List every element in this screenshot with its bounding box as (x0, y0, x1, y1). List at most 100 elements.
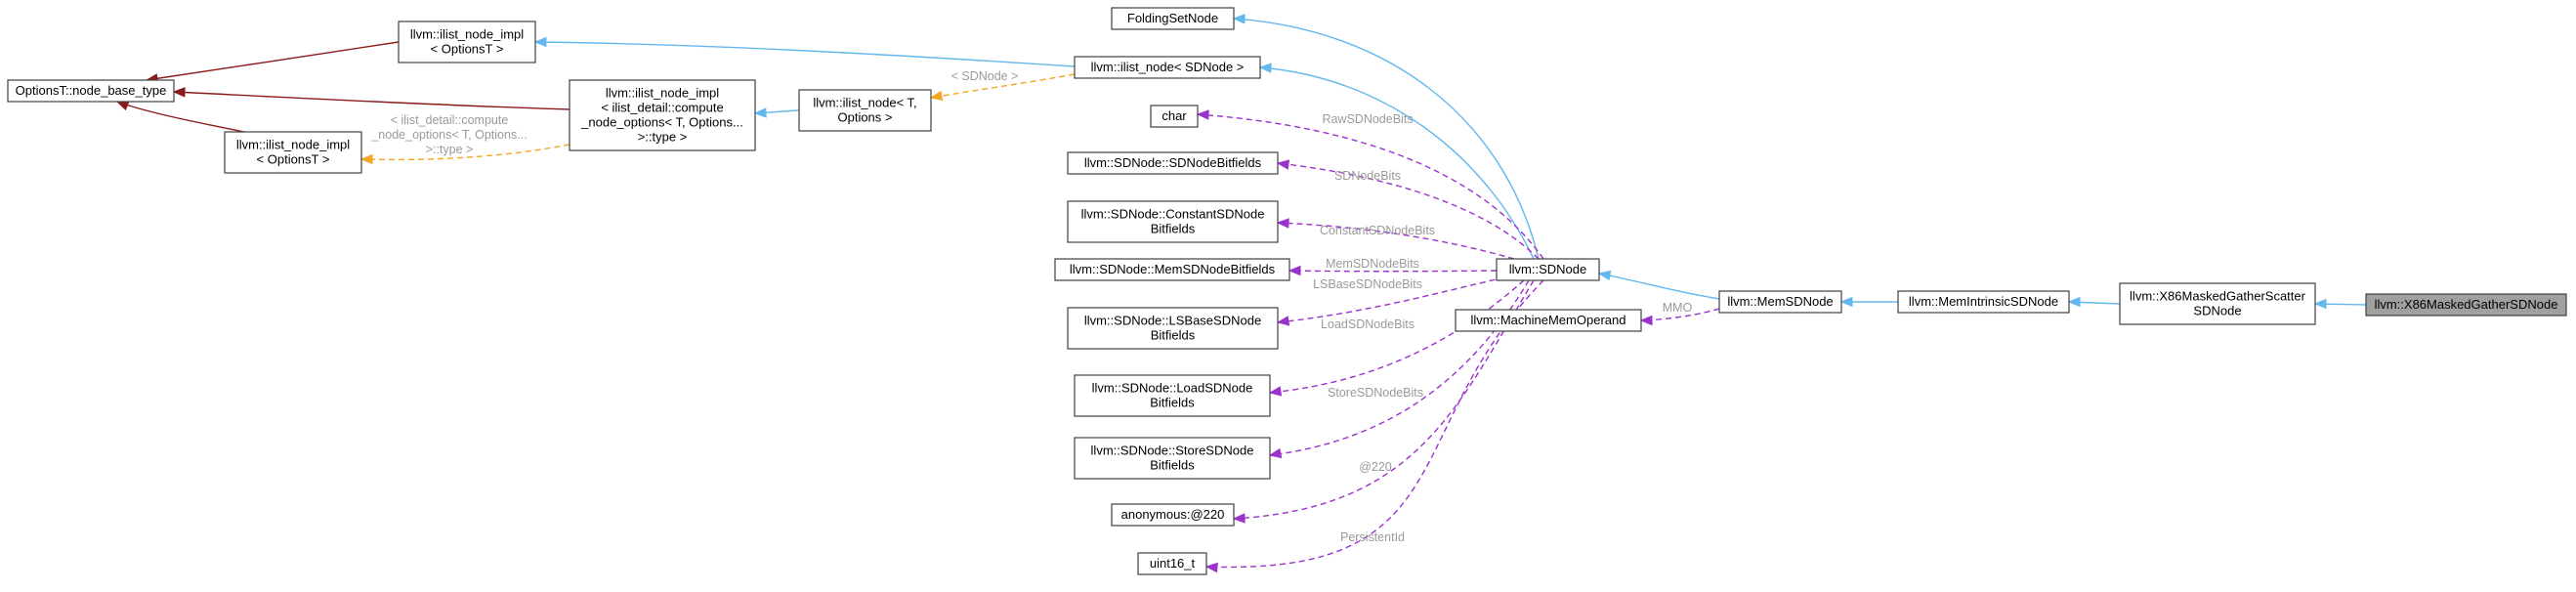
node-label: _node_options< T, Options... (580, 115, 743, 130)
edge-memsdnode-to-sdnode-arrowhead (1597, 270, 1612, 281)
node-label: llvm::ilist_node_impl (606, 86, 719, 101)
edge-sdnode-to-folding (1233, 18, 1540, 260)
class-node-char[interactable]: char (1150, 105, 1199, 128)
class-node-membits[interactable]: llvm::SDNode::MemSDNodeBitfields (1054, 258, 1290, 281)
node-label: anonymous:@220 (1121, 507, 1225, 522)
edge-member-membits-arrowhead (1288, 265, 1301, 276)
node-label: < OptionsT > (257, 152, 330, 167)
class-node-ilist-sdnode[interactable]: llvm::ilist_node< SDNode > (1074, 56, 1261, 79)
edge-member-mmo-arrowhead (1639, 315, 1653, 326)
node-label: llvm::ilist_node_impl (410, 27, 524, 42)
node-label: llvm::SDNode::ConstantSDNode (1081, 207, 1265, 222)
edge-x86scatter-to-memintr-arrowhead (2067, 296, 2081, 308)
node-label: llvm::ilist_node< SDNode > (1091, 60, 1245, 74)
node-label: < ilist_detail::compute (601, 101, 723, 115)
node-label: llvm::SDNode::StoreSDNode (1091, 444, 1254, 458)
class-node-ilist-impl-mid[interactable]: llvm::ilist_node_impl< ilist_detail::com… (569, 79, 756, 151)
class-node-memsdnode[interactable]: llvm::MemSDNode (1718, 290, 1842, 314)
edge-ilist-node-t-to-impl-mid-arrowhead (753, 107, 767, 118)
edge-label: ConstantSDNodeBits (1320, 224, 1435, 237)
edge-member-anon-arrowhead (1232, 513, 1246, 524)
node-label: Options > (837, 110, 892, 125)
node-label: llvm::MemIntrinsicSDNode (1909, 294, 2058, 309)
edge-member-sdbits-arrowhead (1276, 159, 1290, 170)
edge-member-sdbits (1277, 162, 1540, 260)
node-label: SDNode (2193, 304, 2241, 318)
node-label: OptionsT::node_base_type (16, 83, 167, 98)
edge-label: MemSDNodeBits (1326, 257, 1419, 271)
edge-member-uint16-arrowhead (1204, 562, 1218, 573)
edge-label: _node_options< T, Options... (370, 128, 527, 142)
node-box (1054, 258, 1290, 281)
node-box (798, 89, 932, 132)
node-label: llvm::MemSDNode (1727, 294, 1833, 309)
node-box (1718, 290, 1842, 314)
node-label: Bitfields (1150, 396, 1195, 410)
class-node-uint16[interactable]: uint16_t (1137, 552, 1207, 575)
node-box (1111, 7, 1235, 30)
node-box (1496, 258, 1600, 281)
node-box (1897, 290, 2070, 314)
class-node-folding[interactable]: FoldingSetNode (1111, 7, 1235, 30)
edge-impl-bot-tpl (360, 144, 570, 161)
node-label: llvm::ilist_node< T, (813, 96, 916, 110)
edge-label: < SDNode > (951, 69, 1019, 83)
edge-label: StoreSDNodeBits (1328, 386, 1423, 400)
edge-impl-mid-to-options (173, 91, 570, 110)
class-node-mmo[interactable]: llvm::MachineMemOperand (1455, 309, 1642, 332)
node-label: llvm::X86MaskedGatherScatter (2130, 289, 2306, 304)
node-box (7, 79, 175, 103)
class-node-options[interactable]: OptionsT::node_base_type (7, 79, 175, 103)
node-box (1067, 307, 1279, 350)
edge-ilist-sdnode-to-impl-top (534, 41, 1076, 67)
edge-member-char (1197, 113, 1544, 260)
edge-member-storebits-arrowhead (1268, 447, 1283, 459)
edge-ilist-sdnode-tpl (930, 73, 1076, 99)
edge-label: PersistentId (1340, 530, 1405, 544)
node-box (1111, 503, 1235, 527)
edge-label: MMO (1663, 301, 1693, 315)
edge-label: RawSDNodeBits (1322, 112, 1413, 126)
node-box (1137, 552, 1207, 575)
node-label: Bitfields (1151, 222, 1196, 236)
node-label: llvm::ilist_node_impl (236, 138, 350, 152)
class-node-anon[interactable]: anonymous:@220 (1111, 503, 1235, 527)
node-label: >::type > (638, 130, 688, 145)
edge-impl-bot-to-options (116, 101, 245, 133)
class-node-x86gather[interactable]: llvm::X86MaskedGatherSDNode (2365, 293, 2567, 317)
edge-ilist-sdnode-to-impl-top-arrowhead (533, 36, 547, 48)
class-node-memintr[interactable]: llvm::MemIntrinsicSDNode (1897, 290, 2070, 314)
edge-x86gather-to-x86scatter-arrowhead (2313, 298, 2327, 310)
edge-member-loadbits (1269, 279, 1525, 394)
node-label: Bitfields (1151, 328, 1196, 343)
class-node-ilist-node-t[interactable]: llvm::ilist_node< T,Options > (798, 89, 932, 132)
class-node-ilist-impl-top[interactable]: llvm::ilist_node_impl< OptionsT > (398, 21, 536, 63)
edge-impl-bot-to-options-arrowhead (115, 101, 130, 111)
node-label: llvm::SDNode::SDNodeBitfields (1084, 155, 1262, 170)
class-node-sdbitfields[interactable]: llvm::SDNode::SDNodeBitfields (1067, 151, 1279, 175)
node-label: llvm::SDNode (1509, 262, 1586, 276)
edge-memintr-to-memsdnode-arrowhead (1839, 296, 1853, 308)
node-label: llvm::X86MaskedGatherSDNode (2375, 297, 2558, 312)
node-label: Bitfields (1150, 458, 1195, 473)
edge-label: SDNodeBits (1334, 169, 1401, 183)
edge-label: @220 (1359, 460, 1392, 474)
edge-label: LSBaseSDNodeBits (1313, 277, 1422, 291)
node-label: llvm::SDNode::LSBaseSDNode (1084, 314, 1261, 328)
node-box (1067, 151, 1279, 175)
node-box (398, 21, 536, 63)
class-node-ilist-impl-bot[interactable]: llvm::ilist_node_impl< OptionsT > (224, 131, 362, 174)
node-box (1455, 309, 1642, 332)
edge-impl-top-to-options (146, 41, 400, 81)
edge-sdnode-to-folding-arrowhead (1232, 14, 1246, 24)
node-box (1074, 437, 1271, 480)
node-box (2365, 293, 2567, 317)
edge-member-storebits (1269, 279, 1530, 456)
class-node-sdnode[interactable]: llvm::SDNode (1496, 258, 1600, 281)
